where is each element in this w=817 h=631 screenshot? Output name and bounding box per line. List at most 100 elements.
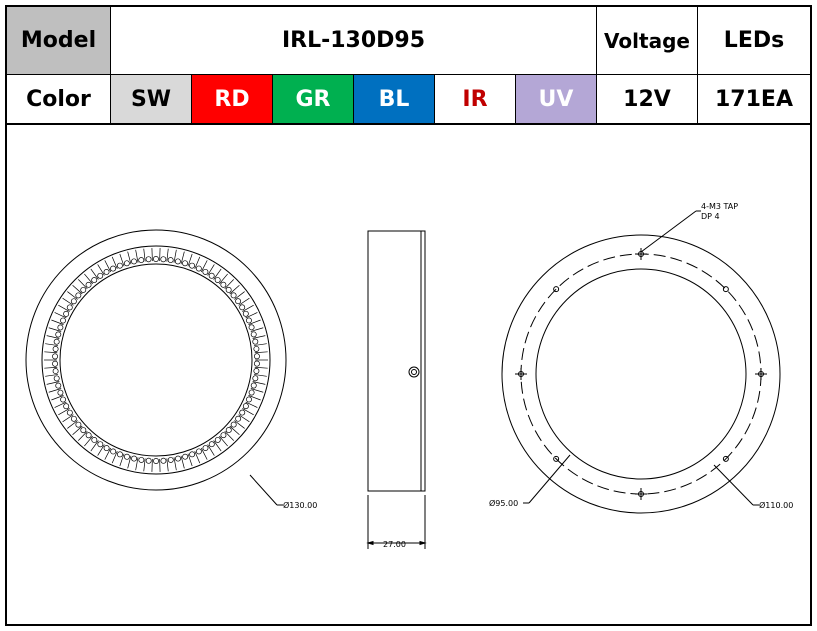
led-mark [78, 279, 88, 289]
color-code-ir: IR [462, 86, 488, 112]
led-lens [214, 277, 221, 283]
led-mark [213, 440, 222, 452]
color-swatch-gr: GR [273, 75, 354, 125]
led-lens [208, 441, 215, 448]
led-lens [250, 331, 257, 338]
led-mark [72, 284, 83, 295]
led-lens [248, 324, 255, 331]
led-mark [62, 297, 74, 306]
led-lens [230, 292, 237, 299]
led-mark [187, 453, 193, 467]
led-lens [53, 338, 60, 345]
led-mark [219, 435, 228, 447]
led-mark [97, 264, 105, 276]
led-mark [119, 253, 125, 267]
model-value: IRL-130D95 [281, 28, 426, 53]
dim-thickness: 27.00 [383, 540, 406, 549]
led-lens [63, 310, 70, 317]
led-mark [127, 251, 132, 265]
led-mark [245, 312, 258, 319]
led-mark [51, 395, 64, 401]
led-mark [72, 425, 83, 436]
led-lens [85, 281, 92, 288]
led-lens [235, 298, 242, 305]
led-mark [213, 268, 222, 280]
led-mark [143, 458, 146, 472]
led-lens [80, 286, 87, 293]
led-lens [239, 409, 246, 416]
technical-drawing: Ø130.00 27.00 4-M3 T [25, 202, 793, 549]
led-lens [245, 317, 252, 324]
led-lens [214, 436, 221, 443]
led-mark [248, 319, 261, 325]
led-lens [124, 453, 130, 460]
front-outer-circle [25, 229, 287, 491]
led-mark [84, 435, 93, 447]
led-mark [238, 297, 250, 306]
led-mark [135, 457, 139, 471]
led-mark [238, 414, 250, 423]
tap-hole [722, 286, 729, 293]
led-lens [167, 456, 174, 463]
color-code-rd: RD [214, 86, 250, 112]
led-mark [58, 408, 70, 416]
led-lens [242, 310, 249, 317]
led-lens [152, 256, 159, 262]
back-outer-circle [501, 234, 781, 514]
led-array [44, 248, 268, 472]
led-lens [225, 286, 232, 293]
led-lens [195, 448, 202, 455]
led-mark [44, 351, 58, 354]
led-lens [145, 256, 152, 263]
tap-note-leader [640, 210, 697, 253]
voltage-label-cell: Voltage [597, 7, 698, 75]
color-label: Color [26, 86, 91, 112]
led-mark [173, 457, 177, 471]
back-inner-circle [535, 268, 747, 480]
led-mark [67, 420, 78, 429]
led-lens [60, 317, 66, 324]
led-mark [224, 431, 234, 441]
led-lens [103, 268, 110, 275]
led-lens [202, 445, 209, 452]
led-lens [252, 375, 259, 382]
led-lens [175, 455, 181, 462]
led-mark [166, 458, 169, 472]
led-lens [52, 353, 59, 360]
led-mark [84, 273, 93, 285]
color-code-gr: GR [295, 86, 331, 112]
led-lens [239, 304, 246, 311]
led-lens [123, 260, 130, 267]
led-mark [219, 273, 228, 285]
led-lens [182, 260, 188, 267]
led-mark [180, 251, 185, 265]
led-mark [250, 388, 264, 393]
led-mark [44, 366, 58, 369]
inner-dim-leader [528, 454, 571, 504]
led-mark [58, 304, 70, 312]
color-swatch-sw: SW [111, 75, 192, 125]
led-mark [234, 420, 245, 429]
led-lens [117, 451, 123, 458]
side-dim-arrow-left [366, 540, 374, 546]
led-mark [97, 444, 105, 456]
led-mark [166, 248, 169, 262]
led-mark [250, 327, 264, 332]
voltage-label: Voltage [604, 28, 690, 53]
color-swatch-rd: RD [192, 75, 273, 125]
led-lens [253, 345, 260, 352]
tap-hole [553, 286, 560, 293]
led-mark [180, 455, 185, 469]
led-lens [97, 441, 104, 448]
leds-label: LEDs [723, 28, 785, 53]
led-mark [229, 284, 240, 295]
front-led-ring-outer [41, 245, 271, 475]
led-mark [54, 312, 67, 319]
led-lens [138, 257, 145, 264]
led-lens [160, 256, 167, 263]
side-connector-inner [411, 369, 417, 375]
led-mark [104, 447, 112, 460]
leds-value-cell: 171EA [698, 75, 810, 125]
led-lens [230, 421, 237, 428]
side-body [367, 230, 426, 492]
